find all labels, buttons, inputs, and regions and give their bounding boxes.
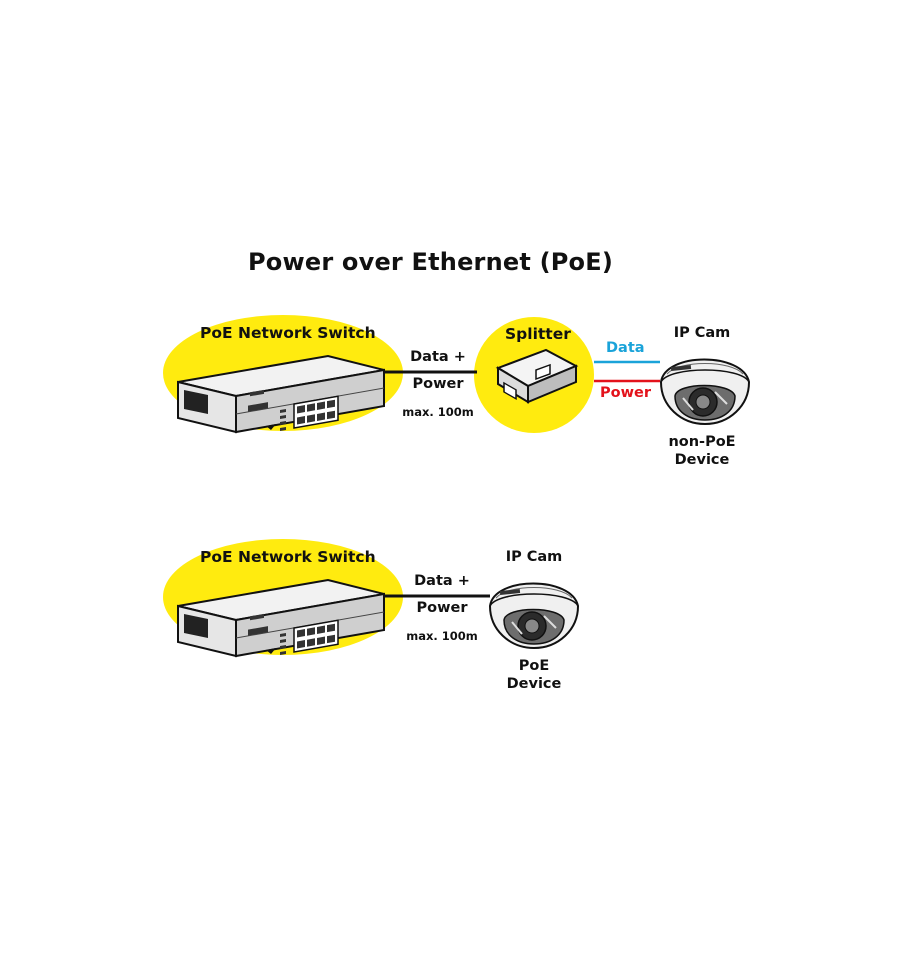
camera-type-line2-1: Device [674,452,730,468]
camera-type-line2-2: Device [506,676,562,692]
camera-type-line1-2: PoE [518,658,550,674]
splitter-label: Splitter [505,325,571,343]
camera-label-2: IP Cam [505,549,563,565]
dome-camera-icon [660,358,750,425]
camera-type-line1-1: non-PoE [668,434,736,450]
switch-label-2: PoE Network Switch [200,548,376,566]
dome-camera-icon [489,582,579,649]
switch-label-1: PoE Network Switch [200,324,376,342]
distance-label-2: max. 100m [406,629,478,643]
data-label: Data [606,340,645,356]
connection-label-line1-1: Data + [410,349,466,365]
page-title: Power over Ethernet (PoE) [248,248,613,276]
camera-label-1: IP Cam [673,325,731,341]
connection-label-line2-2: Power [416,600,468,616]
distance-label-1: max. 100m [402,405,474,419]
power-label: Power [600,385,651,401]
connection-label-line2-1: Power [412,376,464,392]
connection-label-line1-2: Data + [414,573,470,589]
